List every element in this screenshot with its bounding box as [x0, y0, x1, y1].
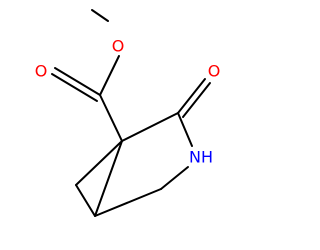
- bond-n-c4: [160, 166, 189, 190]
- bond-ester-c-carbonyl-o-1: [54, 67, 101, 96]
- bond-c2-carbonyl-o-2: [182, 82, 211, 118]
- ester-ether-oxygen-label: O: [112, 37, 125, 56]
- bond-c2-n: [177, 112, 193, 147]
- bond-ester-c-carbonyl-o-2: [51, 73, 98, 102]
- lactam-nitrogen-label: NH: [189, 148, 213, 167]
- bond-c4-c5: [94, 188, 162, 217]
- bond-ester-c-bridgehead: [99, 94, 123, 142]
- bonds: [51, 9, 211, 217]
- bond-bridgehead-c5: [94, 140, 123, 217]
- bond-methyl-ether-o: [91, 9, 109, 22]
- bond-c2-carbonyl-o-1: [177, 78, 206, 114]
- ester-carbonyl-oxygen-label: O: [35, 62, 48, 81]
- lactam-carbonyl-oxygen-label: O: [208, 62, 221, 81]
- bond-ether-o-ester-c: [99, 55, 120, 96]
- bond-bridgehead-c6: [75, 140, 123, 186]
- structure-canvas: O O O NH: [35, 9, 221, 217]
- bond-c6-c5: [75, 184, 96, 217]
- bond-bridgehead-c2: [121, 112, 179, 142]
